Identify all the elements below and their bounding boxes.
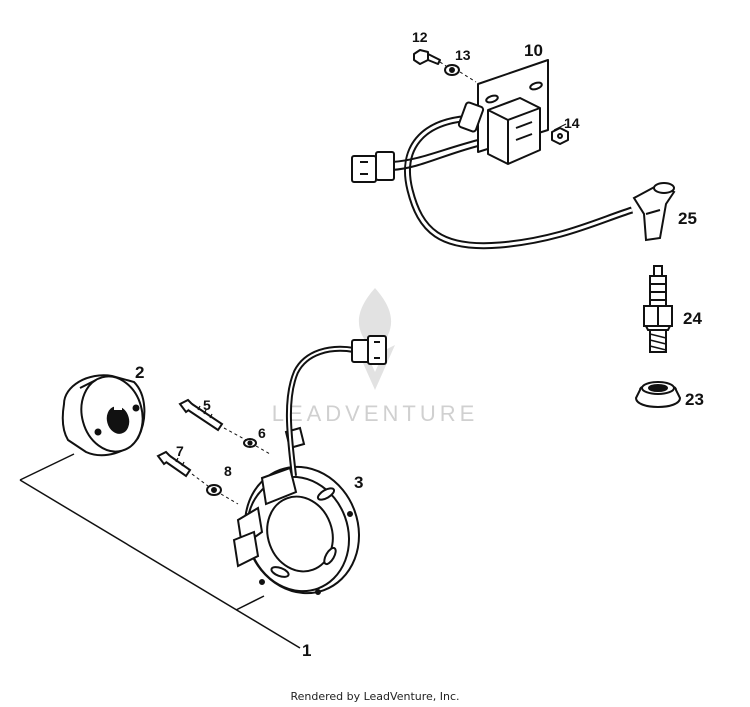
coil-primary-wires xyxy=(391,139,479,163)
washer-8 xyxy=(206,484,222,496)
stator-wiring xyxy=(285,335,387,477)
callout-8: 8 xyxy=(224,463,232,479)
callout-5: 5 xyxy=(203,397,211,413)
spark-plug xyxy=(643,265,673,353)
plate-slot-top xyxy=(485,94,499,104)
spark-plug-cap xyxy=(632,182,676,242)
callouts: 1 2 3 5 6 7 8 10 12 13 14 23 24 25 xyxy=(135,29,704,660)
callout-10: 10 xyxy=(524,41,543,60)
callout-25: 25 xyxy=(678,209,697,228)
plate-slot-right xyxy=(529,81,543,91)
watermark-text: LEADVENTURE xyxy=(272,401,479,426)
leader-lines xyxy=(553,123,567,131)
screw-7 xyxy=(156,450,192,478)
callout-23: 23 xyxy=(685,390,704,409)
callout-1: 1 xyxy=(302,641,311,660)
stator-plate xyxy=(232,426,360,595)
assembly-bracket xyxy=(19,453,301,649)
callout-14: 14 xyxy=(564,115,580,131)
coil-connector xyxy=(351,155,377,183)
callout-13: 13 xyxy=(455,47,471,63)
callout-24: 24 xyxy=(683,309,702,328)
washer-13 xyxy=(444,64,460,76)
screw-5 xyxy=(178,398,224,432)
seal-23 xyxy=(634,381,682,408)
coil-body xyxy=(487,97,541,165)
exploded-parts-diagram: LEADVENTURE xyxy=(19,29,704,660)
flywheel-rotor xyxy=(61,374,146,457)
callout-6: 6 xyxy=(258,425,266,441)
footer-credit: Rendered by LeadVenture, Inc. xyxy=(290,690,460,703)
callout-2: 2 xyxy=(135,363,144,382)
callout-12: 12 xyxy=(412,29,428,45)
callout-7: 7 xyxy=(176,443,184,459)
callout-3: 3 xyxy=(354,473,363,492)
nut-14 xyxy=(551,127,569,145)
ignition-coil-assembly xyxy=(351,49,634,250)
bolt-12 xyxy=(413,49,441,65)
washer-6 xyxy=(243,438,257,448)
